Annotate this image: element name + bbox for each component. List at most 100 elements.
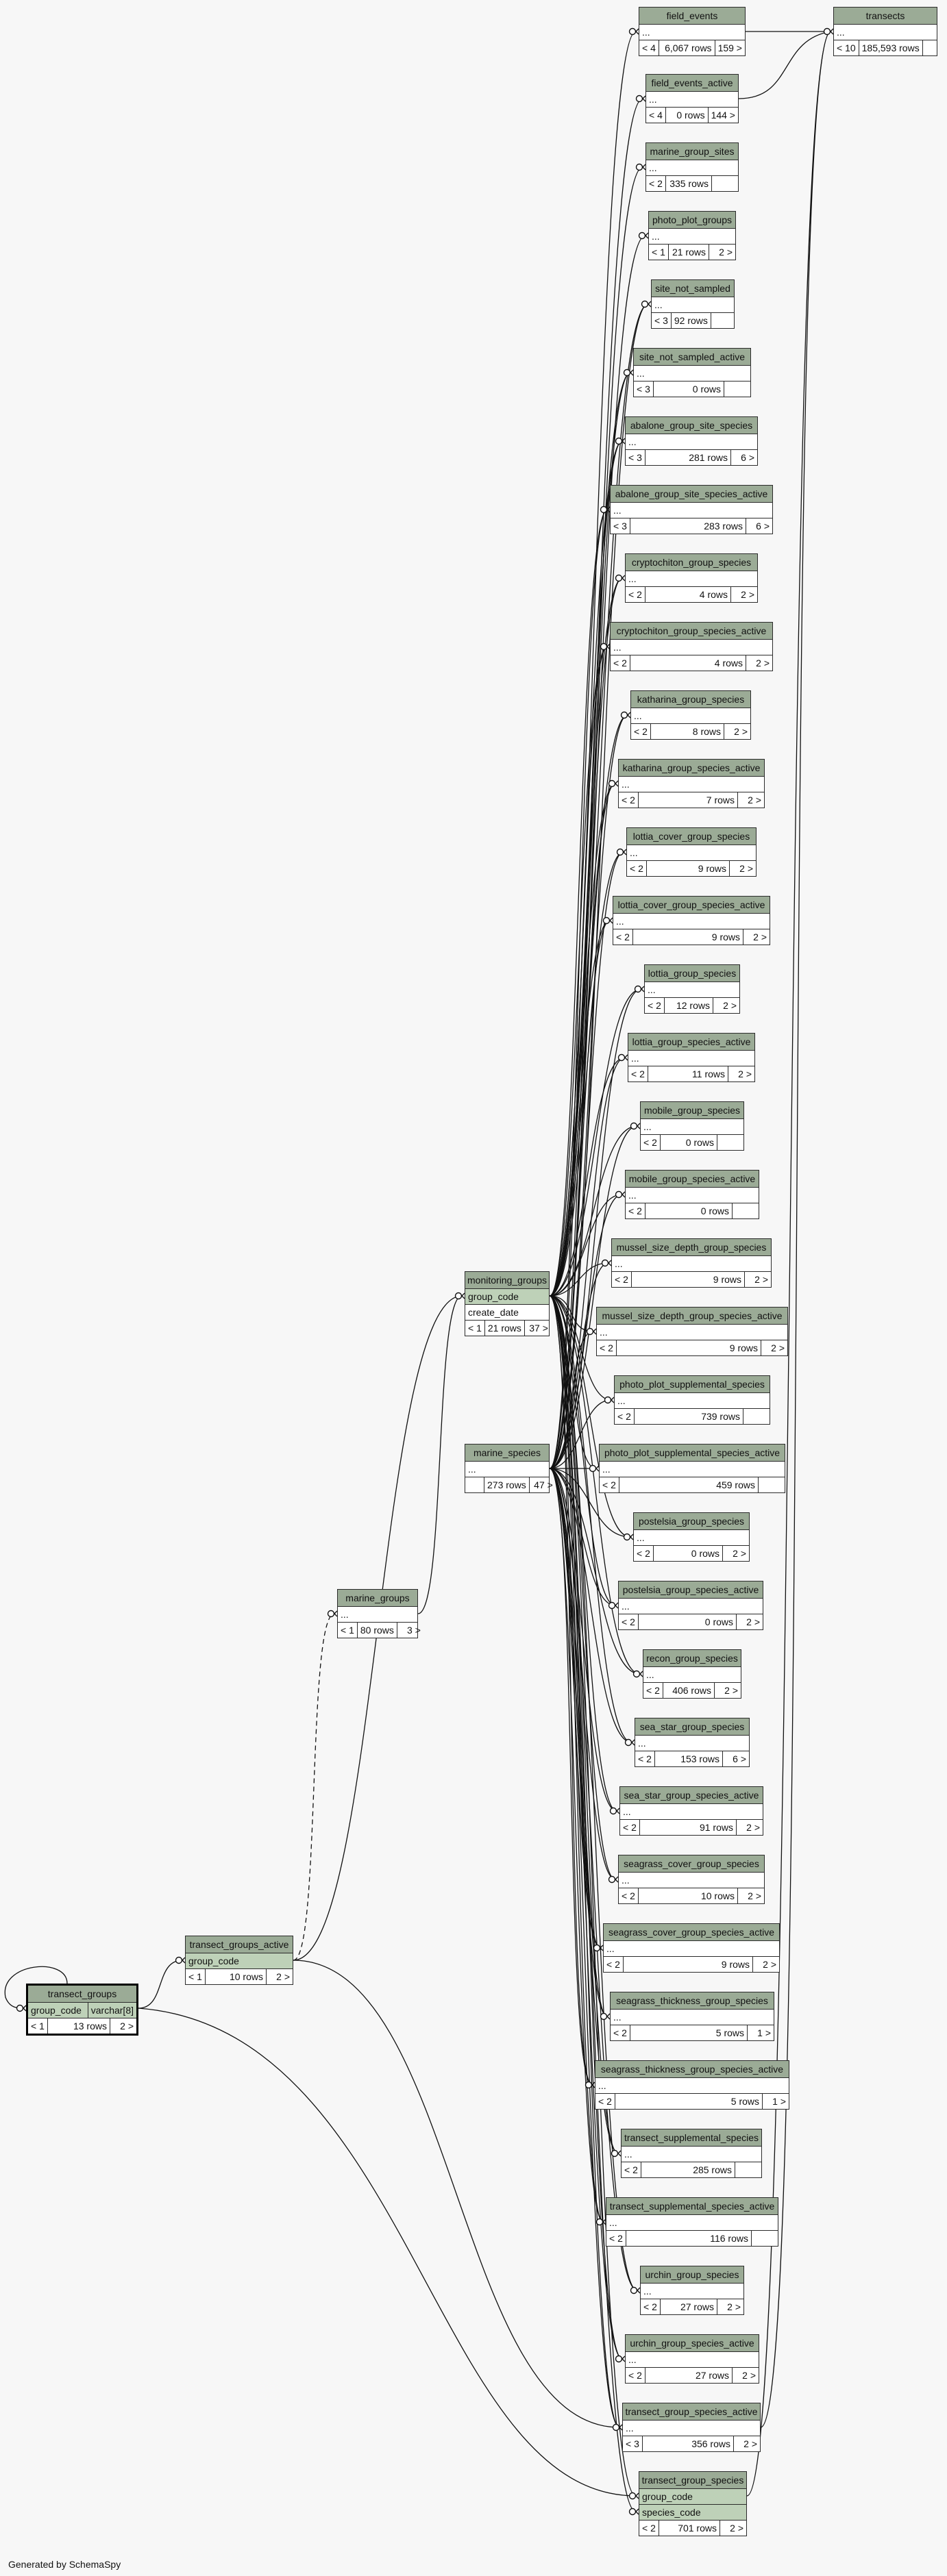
child-count[interactable]: 1 > xyxy=(757,2027,771,2038)
table-column[interactable]: ... xyxy=(612,1256,771,1272)
child-count[interactable] xyxy=(743,1409,770,1424)
parent-count[interactable]: < 3 xyxy=(623,2436,643,2451)
table-title[interactable]: seagrass_cover_group_species_active xyxy=(604,1924,779,1941)
child-count[interactable]: 2 > xyxy=(733,1548,746,1559)
child-count[interactable] xyxy=(752,2231,778,2246)
table-title[interactable]: seagrass_cover_group_species xyxy=(619,1855,764,1873)
table-column[interactable]: ... xyxy=(619,777,764,792)
table-title[interactable]: transect_group_species_active xyxy=(623,2403,760,2421)
table-column[interactable]: ... xyxy=(611,640,772,655)
parent-count[interactable]: < 2 xyxy=(626,587,645,602)
child-count[interactable]: 2 > xyxy=(771,1342,785,1353)
table-column[interactable]: ... xyxy=(595,2078,789,2094)
table-column[interactable]: ... xyxy=(641,1119,743,1135)
parent-count[interactable]: < 2 xyxy=(619,1888,639,1903)
table-title[interactable]: field_events xyxy=(639,8,745,25)
table-title[interactable]: abalone_group_site_species xyxy=(626,417,757,434)
child-count[interactable]: 2 > xyxy=(742,2370,756,2381)
table-column[interactable]: ... xyxy=(628,1051,754,1066)
child-count[interactable] xyxy=(724,382,750,397)
table-title[interactable]: lottia_group_species xyxy=(645,965,739,982)
table-title[interactable]: katharina_group_species_active xyxy=(619,760,764,777)
table-column[interactable]: ... xyxy=(641,2284,743,2299)
parent-count[interactable]: < 2 xyxy=(600,1477,619,1492)
parent-count[interactable]: < 2 xyxy=(619,792,639,808)
parent-count[interactable]: < 2 xyxy=(619,1614,639,1629)
table-title[interactable]: lottia_cover_group_species_active xyxy=(613,897,770,914)
table-title[interactable]: transect_supplemental_species xyxy=(622,2129,761,2147)
table-title[interactable]: field_events_active xyxy=(646,75,738,92)
parent-count[interactable] xyxy=(465,1477,484,1492)
child-count[interactable]: 2 > xyxy=(723,1000,737,1011)
parent-count[interactable]: < 2 xyxy=(643,1683,663,1698)
parent-count[interactable]: < 2 xyxy=(611,2025,630,2040)
parent-count[interactable]: < 1 xyxy=(338,1623,358,1638)
child-count[interactable]: 2 > xyxy=(753,931,767,942)
child-count[interactable]: 2 > xyxy=(748,1890,761,1901)
table-column[interactable]: ... xyxy=(619,1873,764,1888)
table-column[interactable]: ... xyxy=(626,2352,759,2368)
table-column[interactable]: ... xyxy=(604,1941,779,1957)
child-count[interactable]: 2 > xyxy=(738,1068,752,1079)
parent-count[interactable]: < 2 xyxy=(631,724,651,739)
table-column[interactable]: ... xyxy=(639,25,745,40)
table-title[interactable]: transects xyxy=(834,8,937,25)
child-count[interactable]: 47 > xyxy=(534,1479,553,1490)
parent-count[interactable]: < 3 xyxy=(611,518,630,534)
table-title[interactable]: cryptochiton_group_species xyxy=(626,554,757,571)
table-column[interactable]: ... xyxy=(622,2147,761,2162)
parent-count[interactable]: < 2 xyxy=(639,2521,659,2536)
table-column[interactable]: ... xyxy=(643,1667,741,1683)
table-column[interactable]: ... xyxy=(631,708,750,724)
table-title[interactable]: lottia_group_species_active xyxy=(628,1034,754,1051)
table-column[interactable]: ... xyxy=(620,1804,763,1820)
table-title[interactable]: mussel_size_depth_group_species_active xyxy=(597,1308,787,1325)
table-title[interactable]: seagrass_thickness_group_species_active xyxy=(595,2061,789,2078)
child-count[interactable] xyxy=(733,1203,759,1218)
child-count[interactable]: 2 > xyxy=(730,2523,743,2534)
table-photo-plot-supplemental-species-active[interactable]: photo_plot_supplemental_species_active..… xyxy=(599,1444,785,1493)
table-title[interactable]: monitoring_groups xyxy=(465,1272,549,1289)
child-count[interactable]: 6 > xyxy=(756,521,770,532)
table-column[interactable]: ... xyxy=(626,434,757,450)
parent-count[interactable]: < 2 xyxy=(622,2162,641,2177)
child-count[interactable]: 6 > xyxy=(733,1753,746,1764)
child-count[interactable]: 2 > xyxy=(748,795,761,805)
child-count[interactable]: 2 > xyxy=(120,2021,134,2031)
parent-count[interactable]: < 1 xyxy=(28,2018,48,2034)
table-column[interactable]: ... xyxy=(611,2010,774,2025)
table-column[interactable]: ... xyxy=(613,914,770,929)
table-mussel-size-depth-group-species-active[interactable]: mussel_size_depth_group_species_active..… xyxy=(596,1307,788,1356)
parent-count[interactable]: < 2 xyxy=(634,1546,654,1561)
parent-count[interactable]: < 2 xyxy=(597,1340,617,1355)
child-count[interactable] xyxy=(923,40,947,55)
parent-count[interactable]: < 2 xyxy=(611,655,630,671)
parent-count[interactable]: < 2 xyxy=(595,2094,615,2109)
parent-count[interactable]: < 2 xyxy=(612,1272,632,1287)
child-count[interactable]: 37 > xyxy=(529,1323,548,1334)
parent-count[interactable]: < 2 xyxy=(646,176,666,191)
parent-count[interactable]: < 2 xyxy=(620,1820,640,1835)
table-column[interactable]: ... xyxy=(626,1188,759,1203)
parent-count[interactable]: < 2 xyxy=(641,2299,661,2314)
table-title[interactable]: photo_plot_supplemental_species xyxy=(615,1376,770,1393)
